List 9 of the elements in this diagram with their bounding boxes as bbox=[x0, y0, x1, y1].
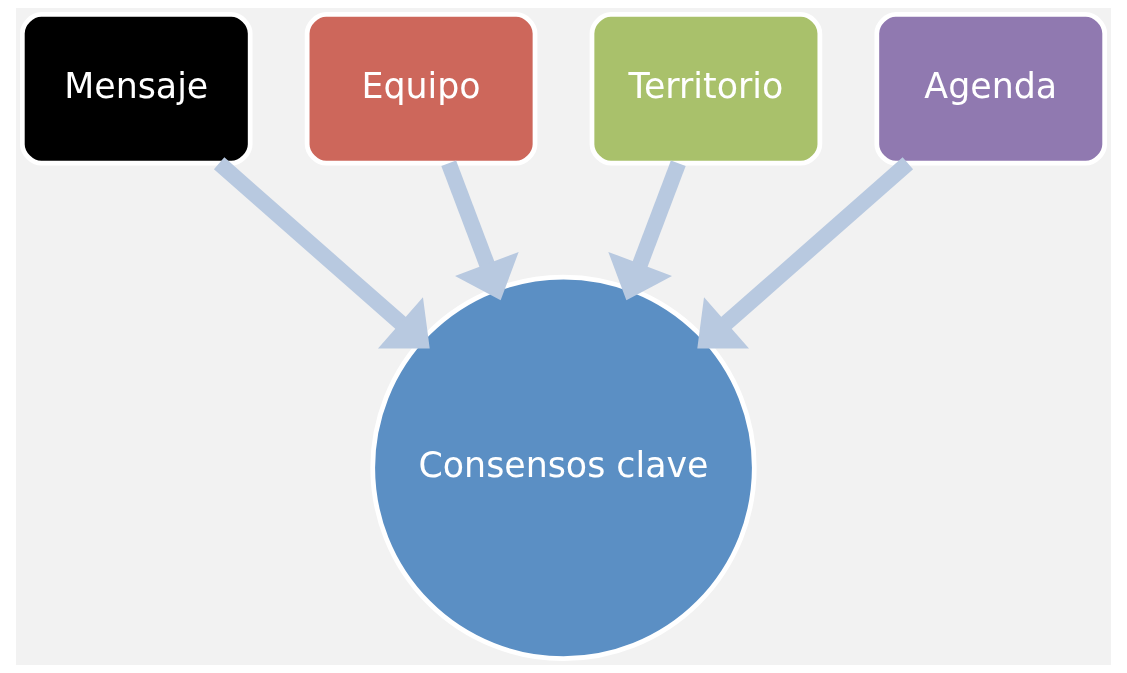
node-box: Equipo bbox=[304, 12, 538, 166]
arrow bbox=[213, 157, 430, 349]
node-box: Territorio bbox=[589, 12, 823, 166]
arrow bbox=[441, 160, 519, 301]
node-box: Mensaje bbox=[19, 12, 253, 166]
node-box: Agenda bbox=[874, 12, 1108, 166]
arrow bbox=[608, 160, 686, 301]
arrow bbox=[697, 157, 914, 349]
node-circle: Consensos clave bbox=[370, 274, 757, 661]
